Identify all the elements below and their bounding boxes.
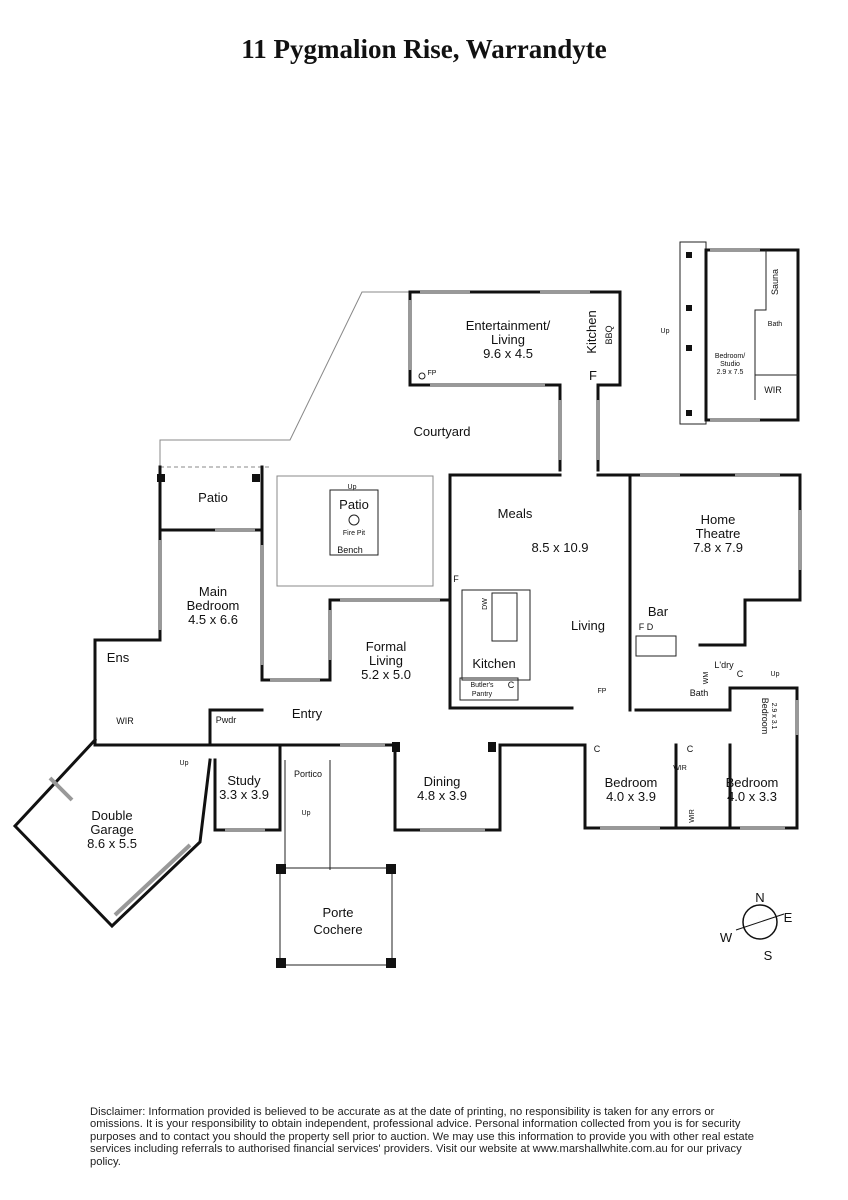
butlers-pantry-label: Butler's (470, 682, 494, 689)
ens-label: Ens (107, 650, 130, 665)
wir-main-label: WIR (116, 716, 134, 726)
porte-cochere-label: Porte (322, 905, 353, 920)
kitchen-label: Kitchen (472, 656, 515, 671)
outdoor-kitchen-label: Kitchen (584, 310, 599, 353)
portico-label: Portico (294, 769, 322, 779)
disclaimer-text: Disclaimer: Information provided is beli… (90, 1106, 754, 1168)
study-label: Study (227, 773, 261, 788)
main-bedroom-label-2: Bedroom (187, 598, 240, 613)
bedroom-a-label: Bedroom (605, 775, 658, 790)
bedroom-b-label: Bedroom (726, 775, 779, 790)
laundry-c-label: C (737, 669, 744, 679)
formal-living-label: Formal (366, 639, 407, 654)
entry-label: Entry (292, 706, 323, 721)
butlers-pantry-label-2: Pantry (472, 691, 493, 698)
outdoor-boundaries (159, 291, 434, 587)
bedroom-a-wir-label: WIR (673, 765, 687, 772)
living-fp-label: FP (598, 688, 607, 695)
home-theatre-label: Home (701, 512, 736, 527)
living-label: Living (571, 618, 605, 633)
entertainment-walls (408, 290, 622, 472)
fixtures (329, 489, 677, 701)
studio-label: Bedroom/ (715, 353, 745, 360)
entertainment-label: Entertainment/ (466, 318, 551, 333)
bath-label: Bath (690, 688, 709, 698)
formal-living-size: 5.2 x 5.0 (361, 667, 411, 682)
bedroom-small-label: Bedroom (760, 698, 770, 735)
studio-bath-label: Bath (768, 321, 783, 328)
room-labels: Entertainment/ Living 9.6 x 4.5 Kitchen … (87, 269, 782, 937)
garage-label-2: Garage (90, 822, 133, 837)
pwdr-label: Pwdr (216, 715, 237, 725)
formal-living-label-2: Living (369, 653, 403, 668)
home-theatre-label-2: Theatre (696, 526, 741, 541)
ent-fp-label: FP (428, 370, 437, 377)
wm-label: WM (703, 672, 710, 685)
study-size: 3.3 x 3.9 (219, 787, 269, 802)
sauna-label: Sauna (770, 269, 780, 295)
bedroom-b-size: 4.0 x 3.3 (727, 789, 777, 804)
meals-label: Meals (498, 506, 533, 521)
laundry-up-label: Up (771, 671, 780, 678)
kitchen-c-label: C (508, 680, 515, 690)
patio-up-label: Up (348, 484, 357, 491)
bedroom-small-size: 2.9 x 3.1 (770, 703, 777, 730)
garage-up-label: Up (180, 760, 189, 767)
compass-e: E (784, 910, 793, 925)
patio-left-label: Patio (198, 490, 228, 505)
studio-label-2: Studio (720, 361, 740, 368)
compass-w: W (720, 930, 733, 945)
dining-size: 4.8 x 3.9 (417, 788, 467, 803)
bar-label: Bar (648, 604, 669, 619)
studio-size: 2.9 x 7.5 (717, 369, 744, 376)
main-bedroom-size: 4.5 x 6.6 (188, 612, 238, 627)
garage-label: Double (91, 808, 132, 823)
garage-size: 8.6 x 5.5 (87, 836, 137, 851)
meals-size: 8.5 x 10.9 (531, 540, 588, 555)
compass-rose: N E S W (720, 890, 793, 963)
studio-walls (679, 241, 800, 425)
porte-cochere-label-2: Cochere (313, 922, 362, 937)
portico-up-label: Up (302, 810, 311, 817)
entertainment-size: 9.6 x 4.5 (483, 346, 533, 361)
courtyard-label: Courtyard (413, 424, 470, 439)
dining-label: Dining (424, 774, 461, 789)
patio-centre-label: Patio (339, 497, 369, 512)
bench-label: Bench (337, 545, 363, 555)
porte-cochere-outline (276, 760, 396, 968)
ent-fridge-label: F (589, 368, 597, 383)
main-bedroom-label: Main (199, 584, 227, 599)
studio-up-label: Up (661, 328, 670, 335)
main-house-walls (12, 465, 802, 929)
bedroom-b-wir-label: WIR (689, 809, 696, 823)
page-title: 11 Pygmalion Rise, Warrandyte (241, 34, 607, 64)
bar-fd-label: F D (639, 622, 654, 632)
bedroom-b-c-label: C (687, 744, 694, 754)
bedroom-a-size: 4.0 x 3.9 (606, 789, 656, 804)
windows (48, 473, 802, 917)
kitchen-fridge-label: F (453, 574, 459, 584)
compass-s: S (764, 948, 773, 963)
fire-pit-label: Fire Pit (343, 530, 365, 537)
bbq-label: BBQ (604, 325, 614, 344)
entertainment-label-2: Living (491, 332, 525, 347)
compass-n: N (755, 890, 764, 905)
bedroom-a-c-label: C (594, 744, 601, 754)
laundry-label: L'dry (714, 660, 734, 670)
home-theatre-size: 7.8 x 7.9 (693, 540, 743, 555)
studio-wir-label: WIR (764, 385, 782, 395)
dw-label: DW (482, 598, 489, 610)
